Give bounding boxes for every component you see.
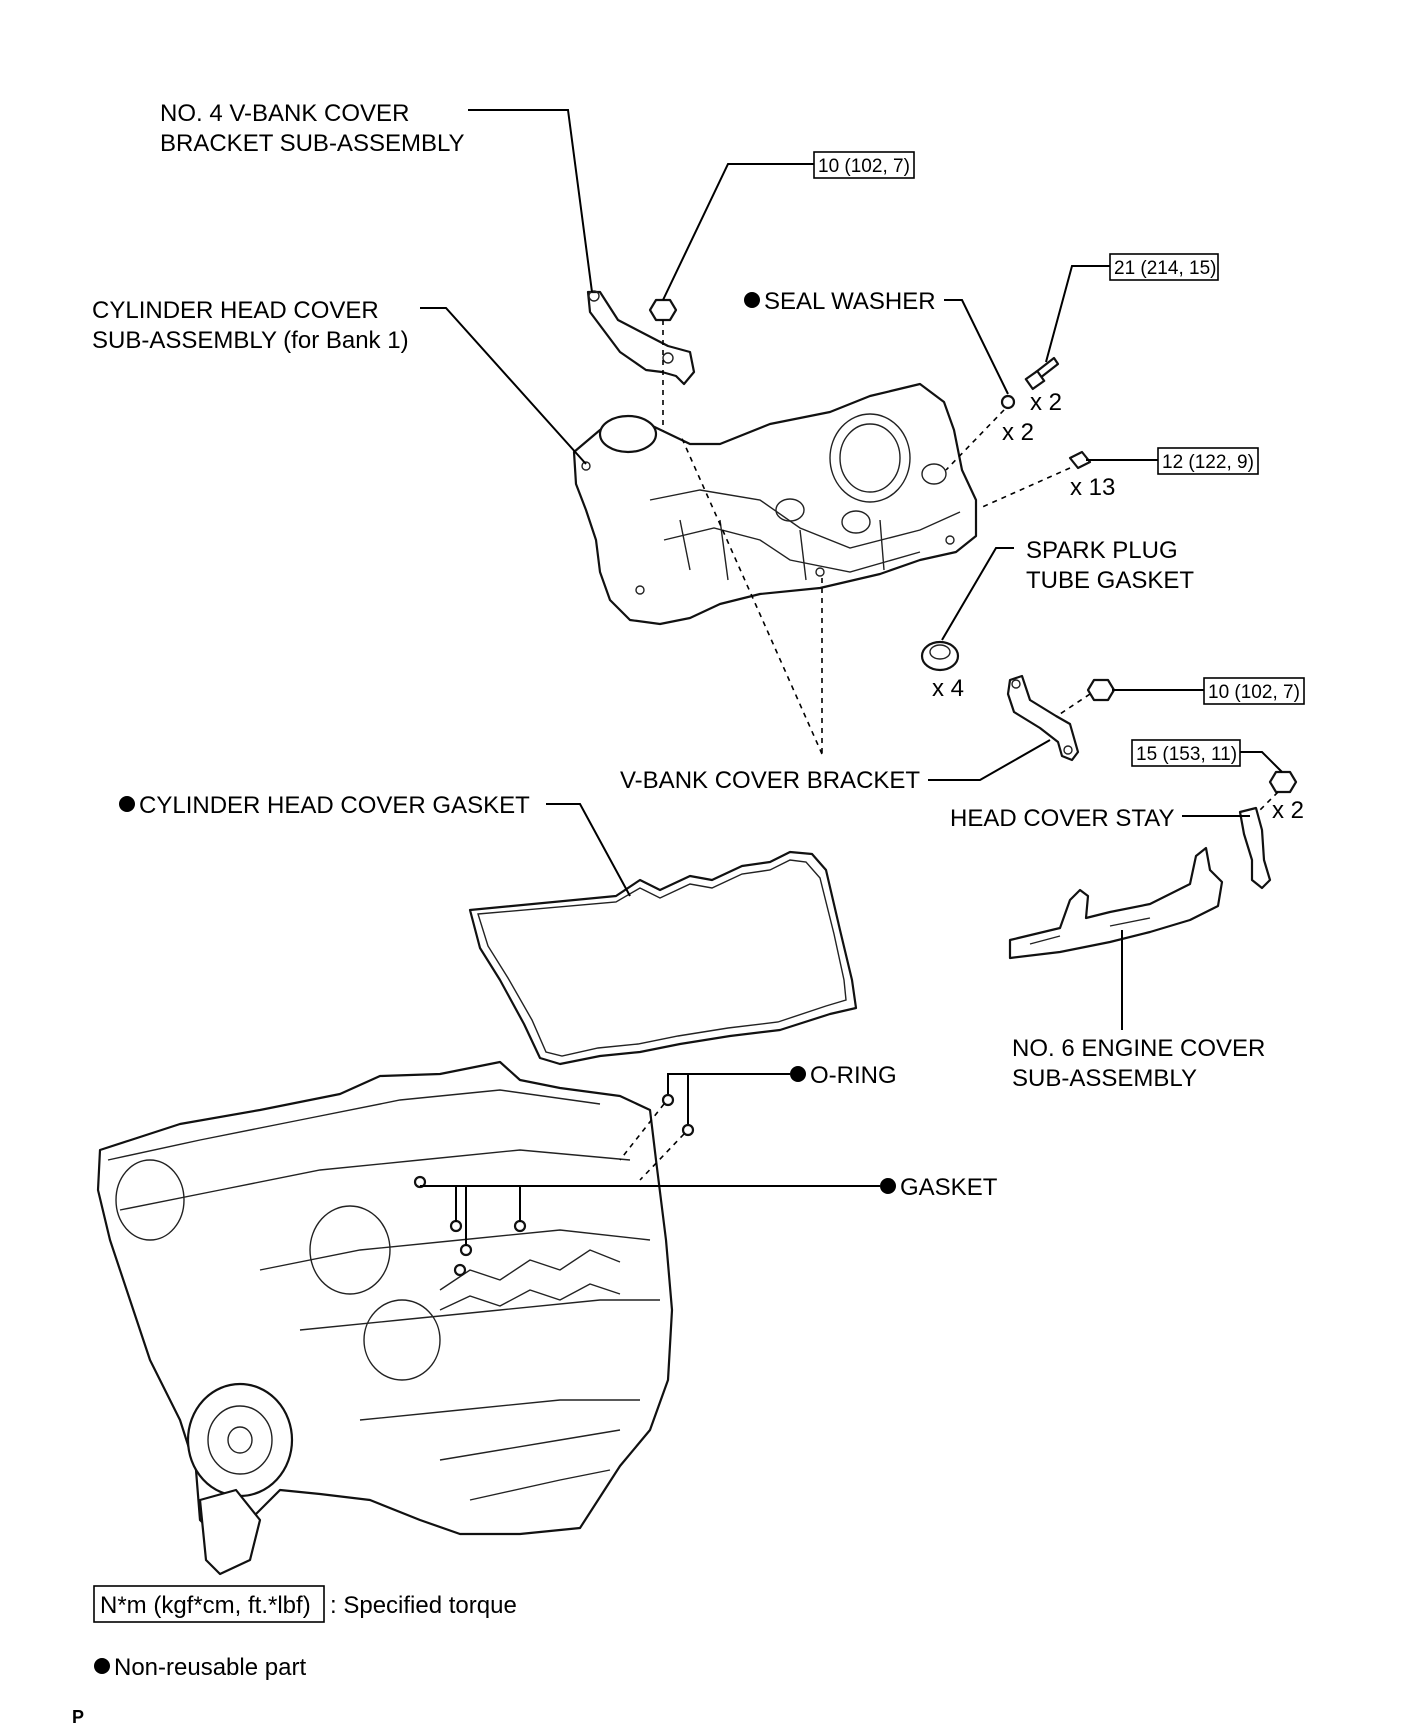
seal-washer-label: SEAL WASHER (764, 288, 936, 315)
cover-bolt-torque-value: 12 (122, 9) (1162, 452, 1254, 473)
seal-washer-leader (944, 299, 1009, 395)
gasket-leader (420, 1185, 880, 1246)
head-cover-gasket-label: CYLINDER HEAD COVER GASKET (139, 792, 530, 819)
head-cover-leader (420, 307, 587, 465)
no6-cover-label-line1: NO. 6 ENGINE COVER (1012, 1035, 1265, 1062)
spark-plug-label-line1: SPARK PLUG (1026, 537, 1178, 564)
seal-bolt-torque-box (1109, 253, 1219, 281)
vbank-nut-torque-value: 10 (102, 7) (1208, 682, 1300, 703)
legend-nonreusable-mark (94, 1658, 110, 1674)
vbank-cover-bracket-part (1006, 674, 1080, 762)
head-cover-stay-part (1238, 806, 1272, 890)
vbank-nut-torque-box (1203, 677, 1305, 705)
seal-bolt-torque-value: 21 (214, 15) (1114, 258, 1216, 279)
cover-bolt-qty: x 13 (1070, 474, 1115, 501)
legend-torque-box (93, 1585, 325, 1623)
legend-nonreusable-text: Non-reusable part (114, 1654, 306, 1681)
spark-plug-gasket-leader (941, 547, 1014, 641)
seal-bolt-part (1024, 356, 1060, 391)
bracket-nut-part (648, 298, 678, 442)
seal-bolt-torque-leader (1045, 265, 1110, 363)
no4-nut-torque-leader (662, 163, 814, 301)
stay-bolt-torque-value: 15 (153, 11) (1136, 744, 1237, 765)
vbank-bracket-leader (928, 739, 1051, 781)
o-ring-nonreusable-mark (790, 1066, 806, 1082)
vbank-bracket-dashed-leaders (679, 433, 823, 756)
head-cover-stay-label: HEAD COVER STAY (950, 805, 1174, 832)
spark-plug-label-line2: TUBE GASKET (1026, 567, 1194, 594)
stay-bolt-torque-box (1131, 739, 1241, 767)
gasket-nonreusable-mark (880, 1178, 896, 1194)
o-ring-leader (667, 1073, 790, 1124)
no4-nut-torque-value: 10 (102, 7) (818, 156, 910, 177)
no6-engine-cover-part (1008, 846, 1224, 960)
no4-bracket-label-line2: BRACKET SUB-ASSEMBLY (160, 130, 465, 157)
stay-bolt-qty: x 2 (1272, 797, 1304, 824)
head-cover-gasket-part (468, 850, 858, 1066)
o-ring-label: O-RING (810, 1062, 897, 1089)
gasket-label: GASKET (900, 1174, 998, 1201)
spark-plug-gasket-qty: x 4 (932, 675, 964, 702)
legend-torque-units: N*m (kgf*cm, ft.*lbf) (100, 1592, 311, 1619)
seal-bolt-qty: x 2 (1030, 389, 1062, 416)
spark-plug-tube-gasket-part (920, 640, 960, 672)
no6-cover-label-line2: SUB-ASSEMBLY (1012, 1065, 1197, 1092)
gasket-parts (413, 1175, 527, 1277)
cylinder-head-cover-part (572, 382, 978, 626)
seal-washer-nonreusable-mark (744, 292, 760, 308)
no4-bracket-leader (468, 109, 593, 293)
head-cover-gasket-leader (546, 803, 631, 897)
vbank-bracket-label: V-BANK COVER BRACKET (620, 767, 920, 794)
seal-washer-part (945, 394, 1016, 471)
cover-bolt-part (979, 450, 1092, 509)
no4-bracket-label-line1: NO. 4 V-BANK COVER (160, 100, 409, 127)
page-marker: P (72, 1707, 84, 1727)
cover-bolt-torque-box (1157, 447, 1259, 475)
engine-block-part (96, 1060, 674, 1576)
seal-washer-qty: x 2 (1002, 419, 1034, 446)
no4-vbank-bracket-part (586, 290, 696, 386)
o-ring-parts (619, 1093, 695, 1181)
head-cover-gasket-nonreusable-mark (119, 796, 135, 812)
stay-bolt-torque-leader (1240, 751, 1283, 773)
head-cover-label-line2: SUB-ASSEMBLY (for Bank 1) (92, 327, 409, 354)
no4-nut-torque-box (813, 151, 915, 179)
head-cover-label-line1: CYLINDER HEAD COVER (92, 297, 379, 324)
legend-torque-desc: : Specified torque (330, 1592, 517, 1619)
vbank-bracket-nut-part (1059, 678, 1116, 715)
